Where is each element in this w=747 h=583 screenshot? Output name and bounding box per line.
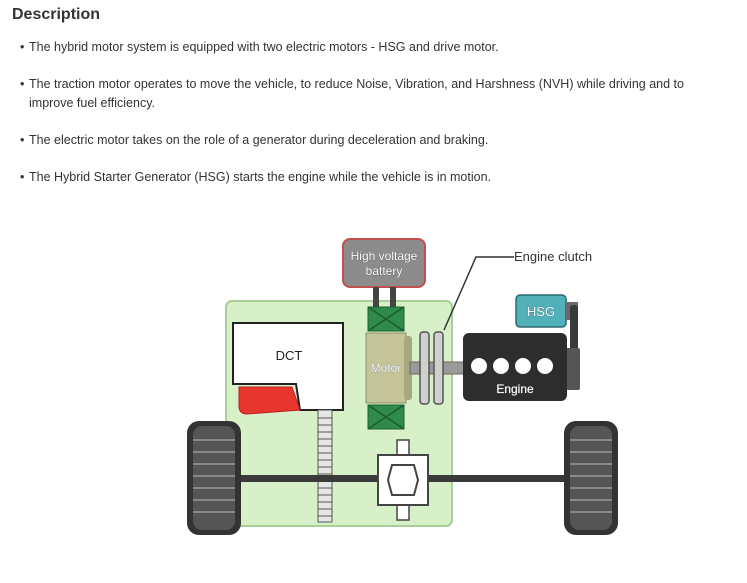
bullet-text: The traction motor operates to move the … xyxy=(29,77,684,110)
bullet-text: The hybrid motor system is equipped with… xyxy=(29,40,499,54)
wheel-left xyxy=(187,421,241,535)
engine-label: Engine xyxy=(496,382,534,396)
engine-clutch-leader xyxy=(443,256,514,331)
motor-label: Motor xyxy=(371,361,402,375)
clutch-plate-left xyxy=(419,331,430,405)
engine-cylinder xyxy=(537,358,553,374)
list-item: • The hybrid motor system is equipped wit… xyxy=(20,38,720,57)
battery-label-line1: High voltage xyxy=(351,249,418,263)
output-gear-shaft xyxy=(317,409,333,523)
wheel-right xyxy=(564,421,618,535)
engine-cylinder xyxy=(471,358,487,374)
coil-cross xyxy=(367,404,405,430)
list-item: • The Hybrid Starter Generator (HSG) star… xyxy=(20,168,720,187)
battery-label-line2: battery xyxy=(366,264,403,278)
list-item: • The traction motor operates to move the… xyxy=(20,75,720,113)
bullet-dot: • xyxy=(20,77,25,91)
motor-end xyxy=(404,336,412,400)
bullet-dot: • xyxy=(20,133,25,147)
coil-cross xyxy=(367,306,405,332)
description-list: • The hybrid motor system is equipped wit… xyxy=(20,38,720,205)
description-heading: Description xyxy=(12,6,101,23)
bullet-dot: • xyxy=(20,40,25,54)
tcu-unit xyxy=(238,386,301,415)
battery-box xyxy=(342,238,426,288)
bullet-text: The electric motor takes on the role of … xyxy=(29,133,489,147)
motor-body xyxy=(365,332,407,404)
list-item: • The electric motor takes on the role of… xyxy=(20,131,720,150)
engine-clutch-label: Engine clutch xyxy=(514,249,592,264)
engine-pulley xyxy=(566,348,580,390)
dct-label: DCT xyxy=(276,348,303,363)
bullet-text: The Hybrid Starter Generator (HSG) start… xyxy=(29,170,492,184)
engine-cylinder xyxy=(493,358,509,374)
engine-block xyxy=(463,333,567,401)
clutch-plate-right xyxy=(433,331,444,405)
engine-cylinder xyxy=(515,358,531,374)
hsg-label: HSG xyxy=(527,304,555,319)
battery-cable-right xyxy=(390,287,396,307)
battery-cable-left xyxy=(373,287,379,307)
differential-gear xyxy=(386,464,420,496)
bullet-dot: • xyxy=(20,170,25,184)
